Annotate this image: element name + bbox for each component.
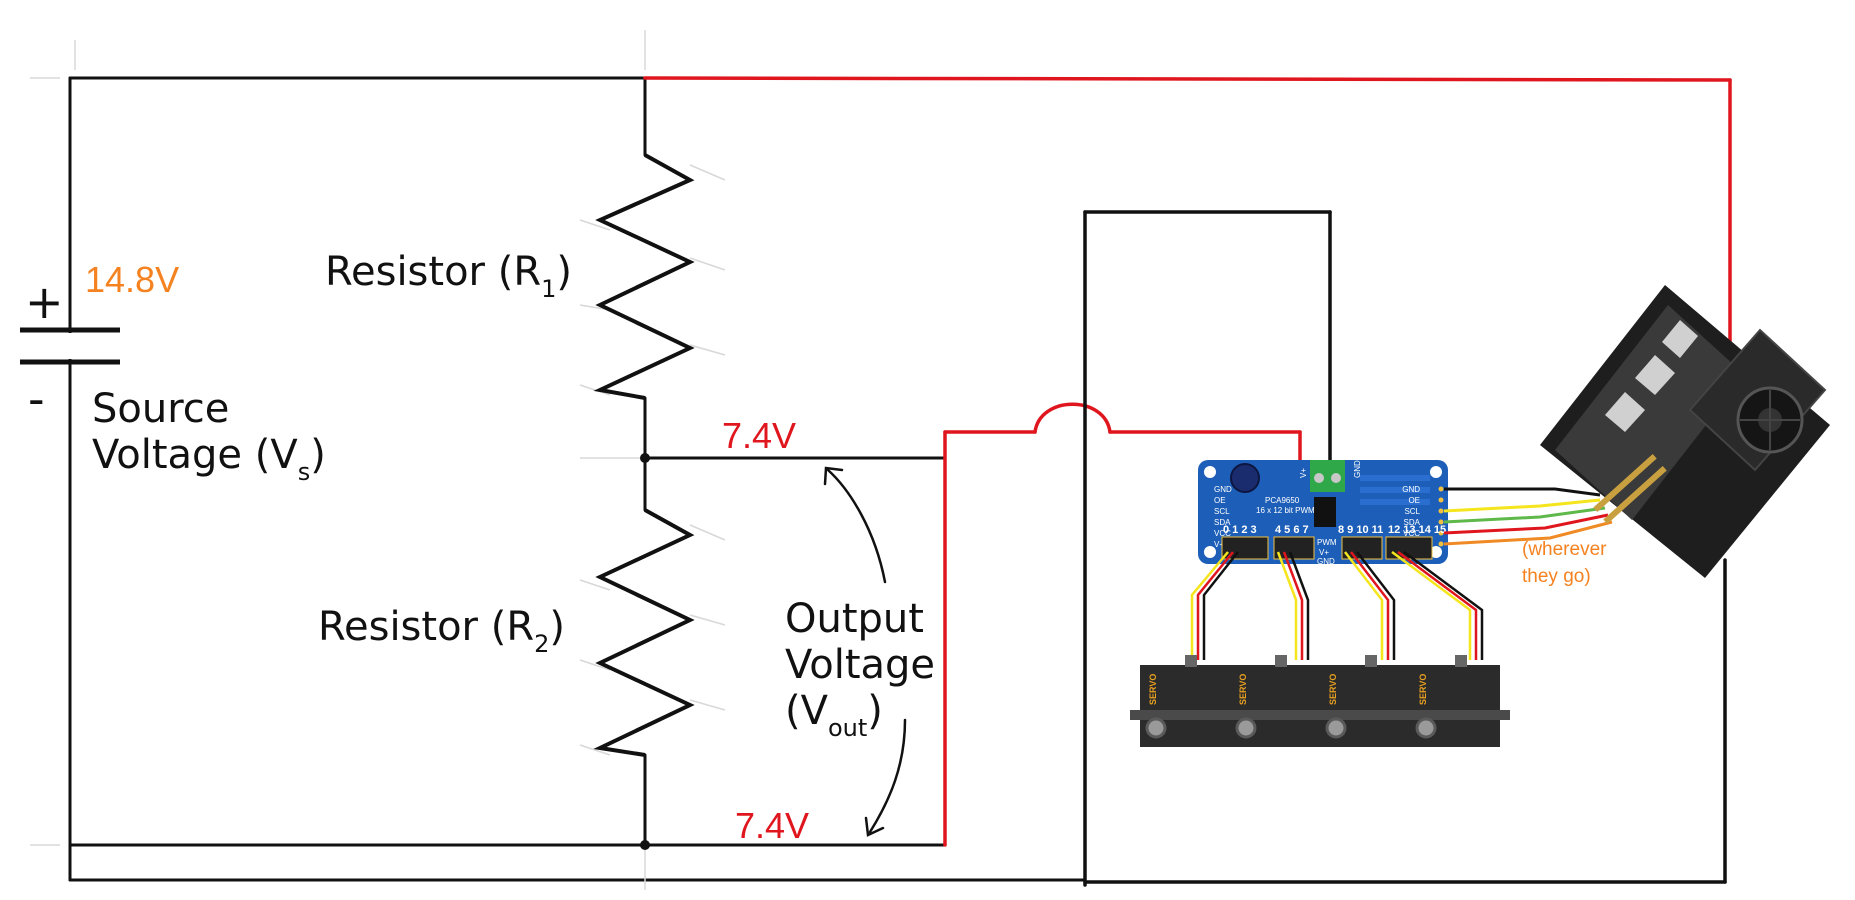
chip-name: PCA9650	[1265, 496, 1300, 505]
output-voltage-label-line3: (Vout)	[785, 688, 883, 742]
servo-1: SERVO	[1130, 655, 1240, 747]
ground-wires-black	[1083, 210, 1727, 887]
servo-4: SERVO	[1400, 655, 1510, 747]
svg-text:V+: V+	[1214, 540, 1224, 549]
svg-text:GND: GND	[1402, 485, 1420, 494]
svg-text:SDA: SDA	[1404, 518, 1421, 527]
middle-pin-pwm: PWM	[1317, 538, 1337, 547]
resistor-r2-label: Resistor (R2)	[318, 604, 565, 658]
battery-symbol	[20, 327, 120, 365]
svg-text:SERVO: SERVO	[1418, 674, 1428, 705]
channel-group-4: 12 13 14 15	[1388, 524, 1446, 536]
battery-gap	[66, 333, 74, 359]
servo-2: SERVO	[1220, 655, 1330, 747]
svg-text:SCL: SCL	[1404, 507, 1420, 516]
svg-text:SERVO: SERVO	[1148, 674, 1158, 705]
battery-plus-sign: +	[25, 275, 64, 329]
power-wires-red	[643, 76, 1732, 847]
svg-text:SERVO: SERVO	[1238, 674, 1248, 705]
svg-text:SDA: SDA	[1214, 518, 1231, 527]
svg-text:OE: OE	[1408, 496, 1420, 505]
svg-text:VCC: VCC	[1214, 529, 1231, 538]
resistor-r1-label: Resistor (R1)	[325, 249, 572, 303]
source-voltage-label-line1: Source	[92, 386, 229, 432]
i2c-note-line1: (wherever	[1522, 539, 1607, 560]
i2c-note-line2: they go)	[1522, 566, 1591, 587]
channel-group-2: 4 5 6 7	[1275, 524, 1309, 536]
middle-pin-gnd: GND	[1317, 557, 1335, 566]
svg-text:VCC: VCC	[1403, 529, 1420, 538]
voltage-divider-wires	[68, 76, 1087, 882]
battery-minus-sign: -	[28, 372, 45, 426]
capacitor	[1230, 463, 1260, 493]
i2c-wires	[1443, 487, 1613, 546]
left-header-labels: GND OE SCL SDA VCC V+	[1214, 485, 1232, 549]
svg-text:GND: GND	[1214, 485, 1232, 494]
battery-voltage-label: 14.8V	[85, 259, 179, 300]
source-voltage-label-line2: Voltage (Vs)	[92, 432, 326, 486]
resistor-r2-symbol	[593, 508, 695, 757]
output-voltage-label-line1: Output	[785, 596, 924, 642]
svg-text:OE: OE	[1214, 496, 1226, 505]
pwm-driver-board: PCA9650 16 x 12 bit PWM V+ GND GND OE SC…	[1198, 460, 1448, 566]
output-voltage-label-line2: Voltage	[785, 642, 935, 688]
node-bottom-voltage: 7.4V	[735, 805, 809, 846]
servo-3: SERVO	[1310, 655, 1420, 747]
channel-group-3: 8 9 10 11	[1338, 524, 1383, 536]
chip-desc: 16 x 12 bit PWM	[1256, 506, 1315, 515]
middle-pin-vplus: V+	[1319, 548, 1329, 557]
junction-dot-middle	[640, 453, 650, 463]
svg-text:SERVO: SERVO	[1328, 674, 1338, 705]
svg-text:SCL: SCL	[1214, 507, 1230, 516]
terminal-gnd-label: GND	[1353, 460, 1362, 478]
junction-dot-bottom	[640, 840, 650, 850]
pwm-chip	[1314, 497, 1336, 527]
output-voltage-arrows	[823, 466, 907, 837]
channel-group-1: 0 1 2 3	[1223, 524, 1257, 536]
jetson-computer-module	[1540, 285, 1830, 578]
terminal-vplus-label: V+	[1299, 468, 1308, 478]
servo-wires	[1190, 550, 1484, 660]
node-top-voltage: 7.4V	[722, 415, 796, 456]
resistor-r1-symbol	[593, 153, 695, 400]
sketch-marks	[30, 30, 726, 890]
